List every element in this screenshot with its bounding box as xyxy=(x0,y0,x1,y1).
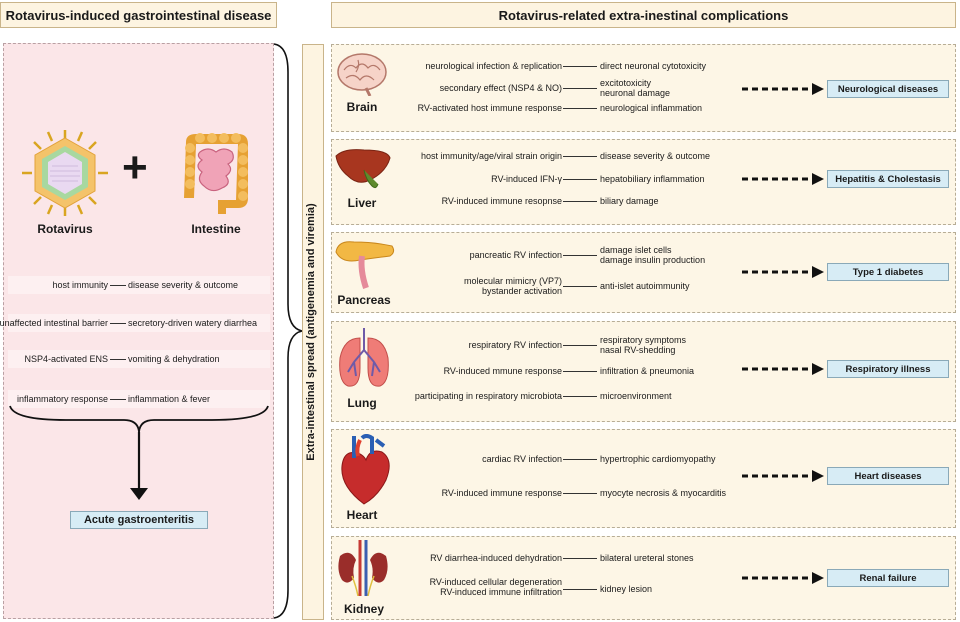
effect-text: biliary damage xyxy=(600,196,659,206)
connector-line xyxy=(563,88,597,89)
heart-icon xyxy=(341,434,390,505)
connector-line xyxy=(110,323,126,324)
dashed-arrow xyxy=(742,173,824,185)
rotavirus-label: Rotavirus xyxy=(37,222,93,236)
gi-cause: host immunity xyxy=(52,280,108,290)
connector-line xyxy=(563,108,597,109)
effect-text: hepatobiliary inflammation xyxy=(600,174,705,184)
effect-text: direct neuronal cytotoxicity xyxy=(600,61,707,71)
cause-text: host immunity/age/viral strain origin xyxy=(420,151,562,161)
gi-effect: secretory-driven watery diarrhea xyxy=(128,318,258,328)
connector-line xyxy=(563,255,597,256)
disease-box-hepatitis: Hepatitis & Cholestasis xyxy=(827,170,949,188)
effect-text: anti-islet autoimmunity xyxy=(600,281,690,291)
dashed-arrow xyxy=(742,83,824,95)
organ-label-pancreas: Pancreas xyxy=(337,293,391,307)
connector-line xyxy=(563,156,597,157)
effect-text: neurological inflammation xyxy=(600,103,703,113)
connector-line xyxy=(110,285,126,286)
effect-text: infiltration & pneumonia xyxy=(600,366,695,376)
left-header: Rotavirus-induced gastrointestinal disea… xyxy=(0,2,277,28)
kidney-icon xyxy=(338,540,388,596)
gi-cause: inflammatory response xyxy=(16,394,108,404)
intestine-label: Intestine xyxy=(191,222,241,236)
cause-text: molecular mimicry (VP7) bystander activa… xyxy=(463,276,562,296)
cause-text: RV-induced cellular degeneration RV-indu… xyxy=(429,577,562,597)
cause-text: RV-induced immune response xyxy=(441,488,562,498)
cause-text: RV-induced mmune response xyxy=(443,366,562,376)
spread-label-box xyxy=(302,44,324,620)
summary-brace xyxy=(9,405,269,500)
spread-brace xyxy=(273,43,303,619)
cause-text: respiratory RV infection xyxy=(468,340,562,350)
gi-effect: disease severity & outcome xyxy=(128,280,239,290)
rotavirus-icon xyxy=(22,130,108,216)
connector-line xyxy=(563,66,597,67)
right-header: Rotavirus-related extra-inestinal compli… xyxy=(331,2,956,28)
effect-text: myocyte necrosis & myocarditis xyxy=(600,488,727,498)
pancreas-icon xyxy=(335,241,395,289)
connector-line xyxy=(110,359,126,360)
gi-row-2 xyxy=(8,314,270,332)
effect-text: microenvironment xyxy=(600,391,672,401)
disease-box-renal: Renal failure xyxy=(827,569,949,587)
effect-text: bilateral ureteral stones xyxy=(600,553,694,563)
connector-line xyxy=(563,345,597,346)
spread-label: Extra-intestinal spread (antigenemia and… xyxy=(305,203,317,461)
gi-row-4 xyxy=(8,390,270,408)
cause-text: participating in respiratory microbiota xyxy=(414,391,562,401)
organ-label-brain: Brain xyxy=(346,100,378,114)
organ-label-liver: Liver xyxy=(347,196,377,210)
outcome-box: Acute gastroenteritis xyxy=(70,511,208,529)
brain-icon xyxy=(337,53,387,96)
gi-cause: NSP4-activated ENS xyxy=(24,354,108,364)
connector-line xyxy=(563,179,597,180)
dashed-arrow xyxy=(742,572,824,584)
gi-effect: vomiting & dehydration xyxy=(128,354,220,364)
plus-sign: + xyxy=(122,143,148,192)
cause-text: RV diarrhea-induced dehydration xyxy=(430,553,562,563)
gi-cause: unaffected intestinal barrier xyxy=(0,318,108,328)
cause-text: cardiac RV infection xyxy=(482,454,562,464)
organ-label-lung: Lung xyxy=(347,396,377,410)
dashed-arrow xyxy=(742,470,824,482)
connector-line xyxy=(563,201,597,202)
connector-line xyxy=(563,396,597,397)
liver-icon xyxy=(335,149,391,189)
disease-box-heart: Heart diseases xyxy=(827,467,949,485)
cause-text: RV-induced immune resopnse xyxy=(441,196,562,206)
organ-label-kidney: Kidney xyxy=(343,602,384,616)
cause-text: RV-induced IFN-γ xyxy=(491,174,562,184)
dashed-arrow xyxy=(742,266,824,278)
cause-text: secondary effect (NSP4 & NO) xyxy=(439,83,562,93)
heart-box xyxy=(331,429,956,528)
connector-line xyxy=(563,493,597,494)
connector-line xyxy=(563,558,597,559)
effect-text: excitotoxicity neuronal damage xyxy=(600,78,671,98)
disease-box-diabetes: Type 1 diabetes xyxy=(827,263,949,281)
disease-box-respiratory: Respiratory illness xyxy=(827,360,949,378)
connector-line xyxy=(563,286,597,287)
effect-text: disease severity & outcome xyxy=(600,151,711,161)
cause-text: pancreatic RV infection xyxy=(469,250,562,260)
effect-text: kidney lesion xyxy=(600,584,653,594)
intestine-icon xyxy=(184,133,248,214)
connector-line xyxy=(563,371,597,372)
disease-box-neurological: Neurological diseases xyxy=(827,80,949,98)
cause-text: neurological infection & replication xyxy=(425,61,562,71)
effect-text: damage islet cells damage insulin produc… xyxy=(600,245,706,265)
gi-row-3 xyxy=(8,350,270,368)
organ-label-heart: Heart xyxy=(346,508,378,522)
dashed-arrow xyxy=(742,363,824,375)
gi-effect: inflammation & fever xyxy=(128,394,211,404)
lung-icon xyxy=(339,328,389,387)
gi-row-1 xyxy=(8,276,270,294)
connector-line xyxy=(110,399,126,400)
effect-text: respiratory symptoms nasal RV-shedding xyxy=(600,335,687,355)
connector-line xyxy=(563,459,597,460)
cause-text: RV-activated host immune response xyxy=(417,103,562,113)
effect-text: hypertrophic cardiomyopathy xyxy=(600,454,716,464)
connector-line xyxy=(563,589,597,590)
